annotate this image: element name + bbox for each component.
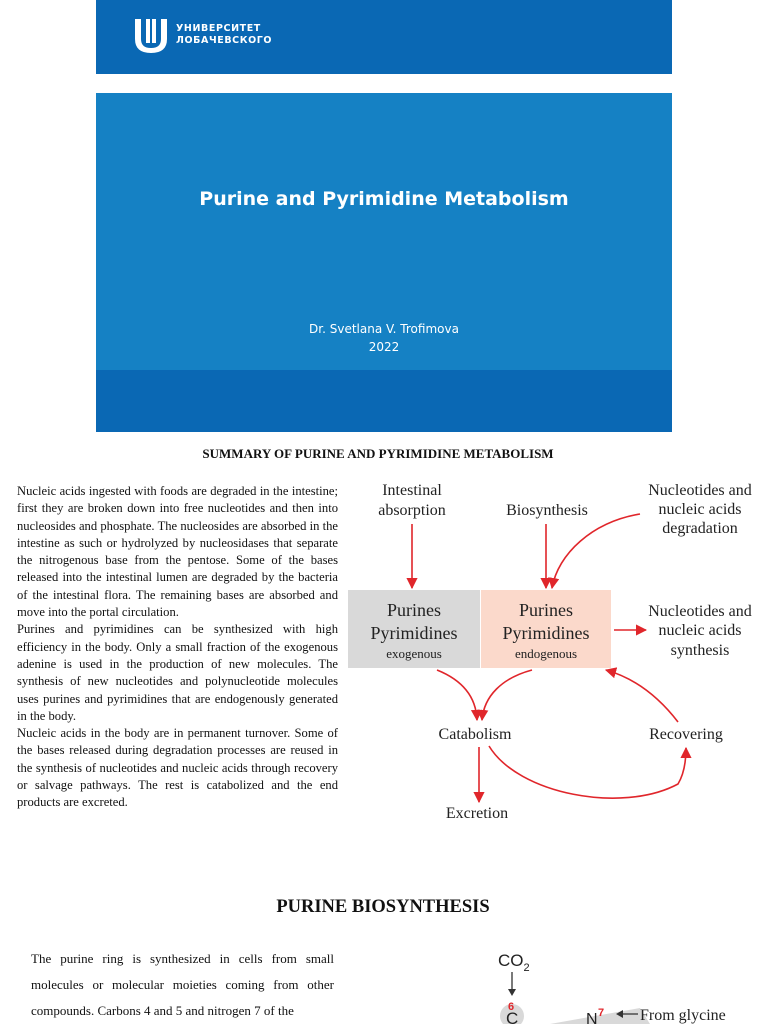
catabolism-to-recovering-arrow [488, 745, 692, 799]
exogenous-pyrimidines: Pyrimidines [370, 623, 457, 643]
university-emblem-icon [135, 19, 167, 53]
slide-year: 2022 [368, 340, 400, 354]
endogenous-pyrimidines: Pyrimidines [502, 623, 589, 643]
header-banner: УНИВЕРСИТЕТ ЛОБАЧЕВСКОГО [96, 0, 672, 74]
from-glycine-label: From glycine [640, 1007, 726, 1024]
summary-paragraph-3: Nucleic acids in the body are in permane… [17, 726, 338, 810]
slide-author-block: Dr. Svetlana V. Trofimova 2022 [96, 320, 672, 356]
logo-line-2: ЛОБАЧЕВСКОГО [176, 35, 273, 46]
intestinal-label-1: Intestinal [382, 482, 442, 499]
slide-bottom-band [96, 370, 672, 432]
summary-paragraph-1: Nucleic acids ingested with foods are de… [17, 484, 338, 620]
title-slide: Purine and Pyrimidine Metabolism Dr. Sve… [96, 93, 672, 432]
carbon-6-circle [500, 1004, 524, 1024]
biosynthesis-label: Biosynthesis [506, 502, 588, 519]
metabolism-summary-diagram: Intestinal absorption Biosynthesis Nucle… [348, 482, 752, 820]
ring-fragment [550, 1008, 650, 1024]
synthesis-label-3: synthesis [671, 642, 730, 659]
synthesis-label-1: Nucleotides and [648, 603, 752, 620]
carbon-label: C [506, 1009, 518, 1024]
intestinal-label-2: absorption [378, 502, 446, 519]
endogenous-box [481, 590, 611, 668]
position-6-label: 6 [508, 1001, 514, 1013]
co2-label: CO2 [498, 951, 530, 974]
exogenous-to-catabolism-arrow [436, 669, 483, 722]
catabolism-label: Catabolism [439, 726, 512, 743]
co2-main: CO [498, 951, 524, 970]
degradation-arrow [548, 513, 641, 590]
logo-line-1: УНИВЕРСИТЕТ [176, 23, 261, 34]
author-name: Dr. Svetlana V. Trofimova [309, 322, 459, 336]
degradation-label-2: nucleic acids [658, 501, 741, 518]
purine-ring-diagram: CO2 6 C N 7 From glycine [498, 951, 726, 1024]
exogenous-purines: Purines [387, 600, 441, 620]
purine-biosynthesis-heading: PURINE BIOSYNTHESIS [276, 897, 490, 917]
exogenous-box [348, 590, 480, 668]
position-7-label: 7 [598, 1007, 604, 1019]
recovering-to-endogenous-arrow [604, 667, 679, 723]
recovering-label: Recovering [649, 726, 723, 743]
summary-text: Nucleic acids ingested with foods are de… [17, 483, 338, 812]
university-logo: УНИВЕРСИТЕТ ЛОБАЧЕВСКОГО [132, 15, 272, 55]
excretion-label: Excretion [446, 805, 508, 820]
logo-text: УНИВЕРСИТЕТ ЛОБАЧЕВСКОГО [176, 23, 272, 47]
degradation-label-1: Nucleotides and [648, 482, 752, 499]
nitrogen-label: N [586, 1011, 598, 1024]
degradation-label-3: degradation [662, 520, 738, 537]
summary-paragraph-2: Purines and pyrimidines can be synthesiz… [17, 622, 338, 723]
endogenous-label: endogenous [515, 646, 577, 661]
slide-title: Purine and Pyrimidine Metabolism [199, 188, 569, 210]
summary-heading: SUMMARY OF PURINE AND PYRIMIDINE METABOL… [202, 446, 554, 461]
synthesis-label-2: nucleic acids [658, 622, 741, 639]
endogenous-purines: Purines [519, 600, 573, 620]
co2-subscript: 2 [524, 962, 530, 974]
purine-biosynthesis-text: The purine ring is synthesized in cells … [31, 951, 334, 1018]
exogenous-label: exogenous [386, 646, 442, 661]
endogenous-to-catabolism-arrow [477, 669, 533, 722]
